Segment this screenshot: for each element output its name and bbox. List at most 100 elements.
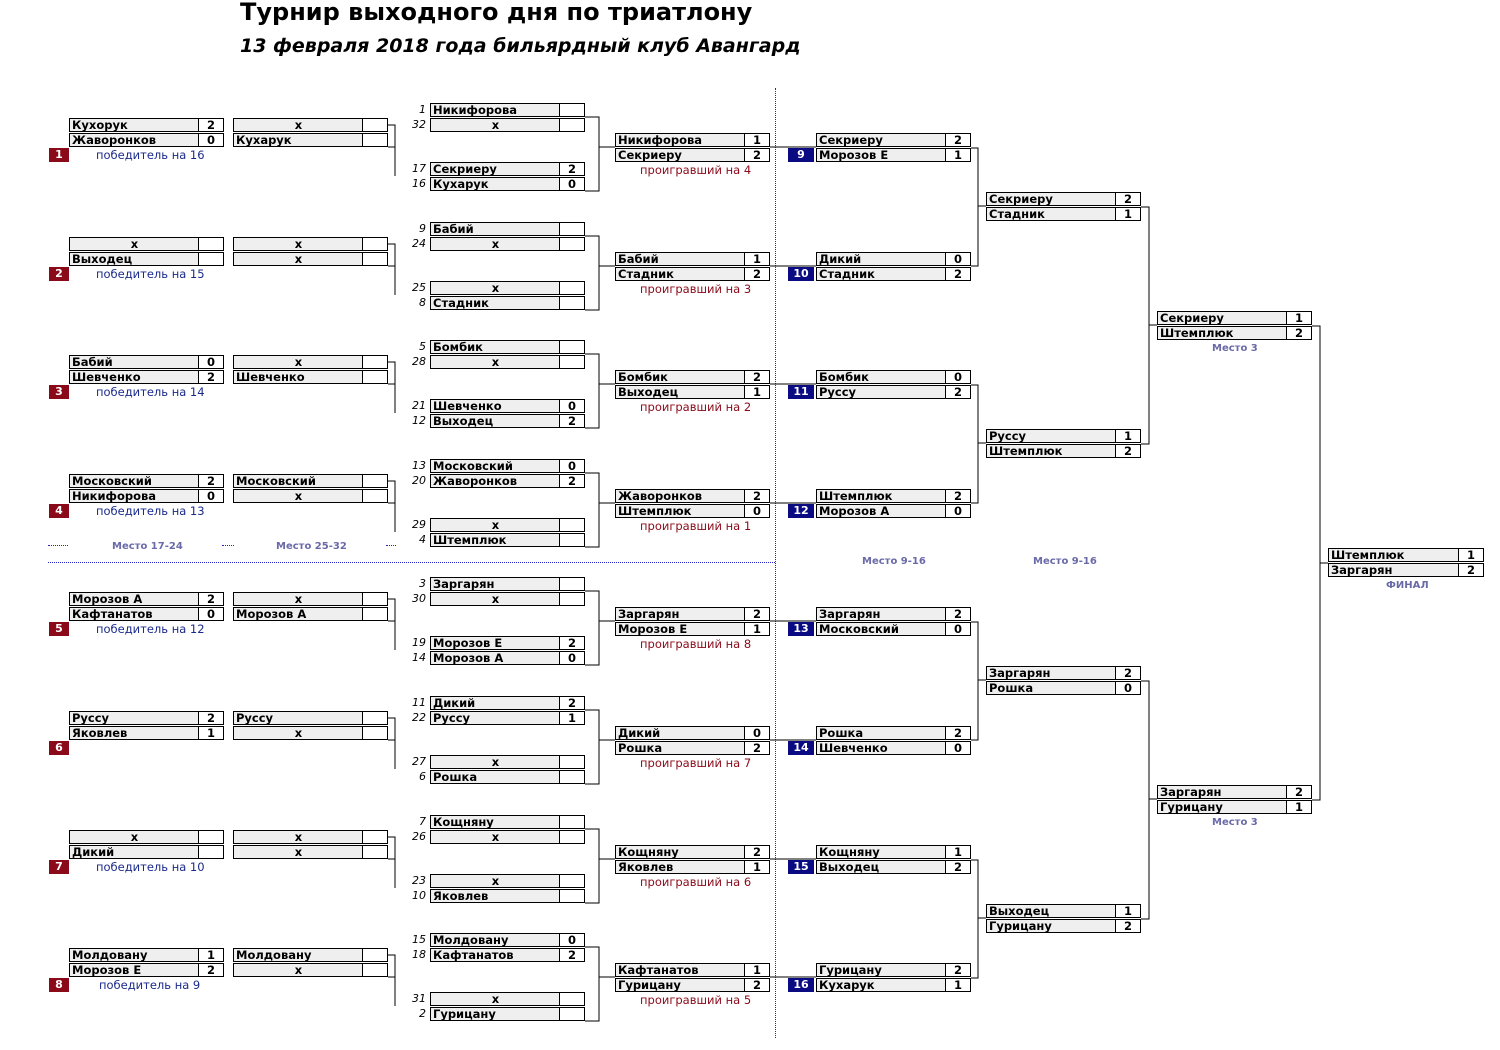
match-player-1: Молдовану	[233, 948, 388, 962]
score	[362, 490, 387, 502]
player-name: х	[491, 238, 500, 250]
score	[198, 831, 223, 843]
seed-badge: 13	[788, 622, 814, 636]
player-name: Секриеру	[1160, 312, 1224, 324]
connector-line	[585, 946, 600, 1022]
player-name: Стадник	[989, 208, 1045, 220]
player-name: Заргарян	[618, 608, 680, 620]
player-name: Бабий	[72, 356, 113, 368]
player-name: Московский	[72, 475, 152, 487]
match-player-1: Заргарян 2	[615, 607, 770, 621]
match-player-1: х	[430, 518, 585, 532]
score: 2	[198, 593, 223, 605]
score	[362, 712, 387, 724]
player-name: Никифорова	[72, 490, 157, 502]
seed-badge: 8	[49, 978, 69, 992]
slot-number: 28	[412, 355, 426, 368]
score: 0	[559, 652, 584, 664]
score	[362, 831, 387, 843]
match-player-2: Рошка	[430, 770, 585, 784]
score: 0	[559, 460, 584, 472]
score: 1	[1286, 312, 1311, 324]
loser-note: проигравший на 6	[640, 875, 752, 889]
score: 2	[945, 727, 970, 739]
player-name: х	[294, 253, 303, 265]
score	[559, 816, 584, 828]
score: 1	[945, 846, 970, 858]
player-name: Заргарян	[1160, 786, 1222, 798]
seed-badge: 7	[49, 860, 69, 874]
score: 2	[744, 742, 769, 754]
advance-note: победитель на 13	[96, 504, 205, 518]
slot-number: 5	[419, 340, 426, 353]
slot-number: 21	[412, 399, 426, 412]
player-name: х	[491, 119, 500, 131]
score: 1	[1286, 801, 1311, 813]
score: 2	[945, 608, 970, 620]
connector-line	[585, 116, 600, 192]
score	[559, 1008, 584, 1020]
score	[559, 223, 584, 235]
score: 1	[1115, 905, 1140, 917]
player-name: Московский	[236, 475, 316, 487]
connector-line	[585, 590, 600, 666]
dots-separator	[48, 545, 68, 546]
score	[559, 119, 584, 131]
score	[362, 727, 387, 739]
player-name: Выходец	[72, 253, 133, 265]
score: 1	[1458, 549, 1483, 561]
score: 1	[744, 386, 769, 398]
loser-note: проигравший на 5	[640, 993, 752, 1007]
player-name: Заргарян	[989, 667, 1051, 679]
score: 0	[744, 505, 769, 517]
connector-line	[1312, 325, 1321, 801]
score: 0	[744, 727, 769, 739]
player-name: Никифорова	[433, 104, 518, 116]
score	[362, 964, 387, 976]
score: 0	[945, 505, 970, 517]
advance-note: победитель на 14	[96, 385, 205, 399]
match-player-2: х	[430, 237, 585, 251]
player-name: х	[491, 993, 500, 1005]
advance-note: победитель на 12	[96, 622, 205, 636]
page-subtitle: 13 февраля 2018 года бильярдный клуб Ава…	[240, 35, 801, 57]
slot-number: 17	[412, 162, 426, 175]
score	[362, 593, 387, 605]
score: 2	[744, 608, 769, 620]
slot-number: 25	[412, 281, 426, 294]
player-name: Руссу	[989, 430, 1027, 442]
player-name: Яковлев	[618, 861, 674, 873]
player-name: Гурицану	[433, 1008, 496, 1020]
player-name: Кухарук	[236, 134, 292, 146]
seed-badge: 6	[49, 741, 69, 755]
player-name: Дикий	[72, 846, 115, 858]
slot-number: 6	[419, 770, 426, 783]
player-name: Гурицану	[618, 979, 681, 991]
player-name: Кафтанатов	[433, 949, 514, 961]
player-name: Кощняну	[433, 816, 494, 828]
player-name: х	[294, 490, 303, 502]
player-name: Стадник	[433, 297, 489, 309]
score	[198, 846, 223, 858]
